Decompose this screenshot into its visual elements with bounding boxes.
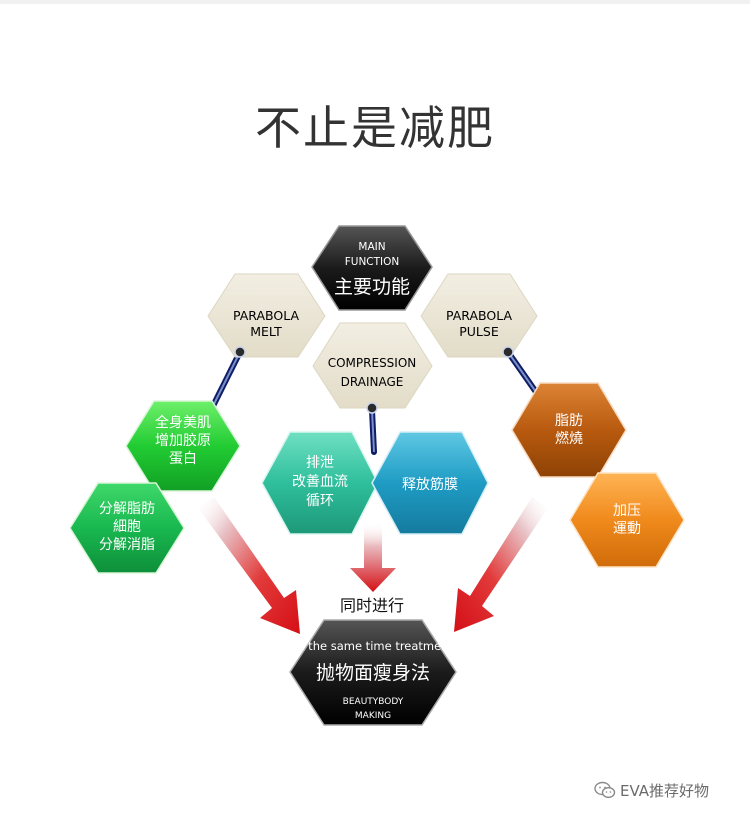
main-en-line1: MAIN xyxy=(358,241,385,253)
orange-bottom-line2: 運動 xyxy=(613,521,641,537)
parabola-melt-hex: PARABOLA MELT xyxy=(207,273,326,358)
connector-pulse-orange xyxy=(505,349,539,395)
result-caption: 同时进行 xyxy=(340,596,404,615)
teal-hex: 排泄 改善血流 循环 xyxy=(261,431,379,535)
top-bar xyxy=(0,0,750,4)
connector-compression-blue xyxy=(369,407,377,455)
melt-line2: MELT xyxy=(250,324,282,339)
orange-bottom-hex: 加压 運動 xyxy=(569,472,685,568)
watermark-text: EVA推荐好物 xyxy=(620,781,710,800)
arrow-left xyxy=(198,497,300,634)
main-en-line2: FUNCTION xyxy=(345,256,400,268)
green-top-hex: 全身美肌 增加胶原 蛋白 xyxy=(125,400,241,492)
green-bottom-line3: 分解消脂 xyxy=(99,537,155,553)
orange-top-line2: 燃燒 xyxy=(555,430,583,447)
green-top-line2: 增加胶原 xyxy=(155,432,211,449)
teal-line1: 排泄 xyxy=(306,455,334,471)
blue-hex: 释放筋膜 xyxy=(371,431,489,535)
compression-drainage-hex: COMPRESSION DRAINAGE xyxy=(312,322,433,409)
compression-line1: COMPRESSION xyxy=(328,356,417,370)
pulse-line2: PULSE xyxy=(459,324,499,339)
melt-line1: PARABOLA xyxy=(233,308,299,323)
arrow-center xyxy=(350,522,396,592)
result-en-top: at the same time treatment xyxy=(293,639,454,653)
result-label: 抛物面瘦身法 xyxy=(316,662,430,684)
page-title: 不止是减肥 xyxy=(255,101,495,155)
teal-line2: 改善血流 xyxy=(292,474,348,490)
parabola-pulse-hex: PARABOLA PULSE xyxy=(420,273,538,358)
compression-line2: DRAINAGE xyxy=(341,375,404,389)
wechat-icon xyxy=(594,781,616,799)
blue-line1: 释放筋膜 xyxy=(402,476,458,493)
watermark: EVA推荐好物 xyxy=(594,778,709,802)
result-en-bottom2: MAKING xyxy=(355,711,391,721)
green-top-line3: 蛋白 xyxy=(169,451,197,467)
result-hex: at the same time treatment 抛物面瘦身法 BEAUTY… xyxy=(289,619,457,726)
main-function-hex: MAIN FUNCTION 主要功能 xyxy=(311,225,433,311)
orange-top-line1: 脂肪 xyxy=(555,413,583,429)
green-bottom-hex: 分解脂肪 細胞 分解消脂 xyxy=(69,482,185,574)
arrow-right xyxy=(454,497,548,632)
connector-dot-compression xyxy=(366,402,378,414)
green-bottom-line2: 細胞 xyxy=(113,519,141,535)
orange-top-hex: 脂肪 燃燒 xyxy=(511,382,627,478)
green-top-line1: 全身美肌 xyxy=(155,414,211,431)
green-bottom-line1: 分解脂肪 xyxy=(99,501,155,517)
result-en-bottom1: BEAUTYBODY xyxy=(343,697,404,707)
connector-melt-green xyxy=(210,349,243,409)
pulse-line1: PARABOLA xyxy=(446,308,512,323)
orange-bottom-line1: 加压 xyxy=(613,503,641,519)
main-label: 主要功能 xyxy=(334,276,410,298)
connector-dot-pulse xyxy=(502,346,514,358)
teal-line3: 循环 xyxy=(306,493,334,509)
connector-dot-melt xyxy=(234,346,246,358)
